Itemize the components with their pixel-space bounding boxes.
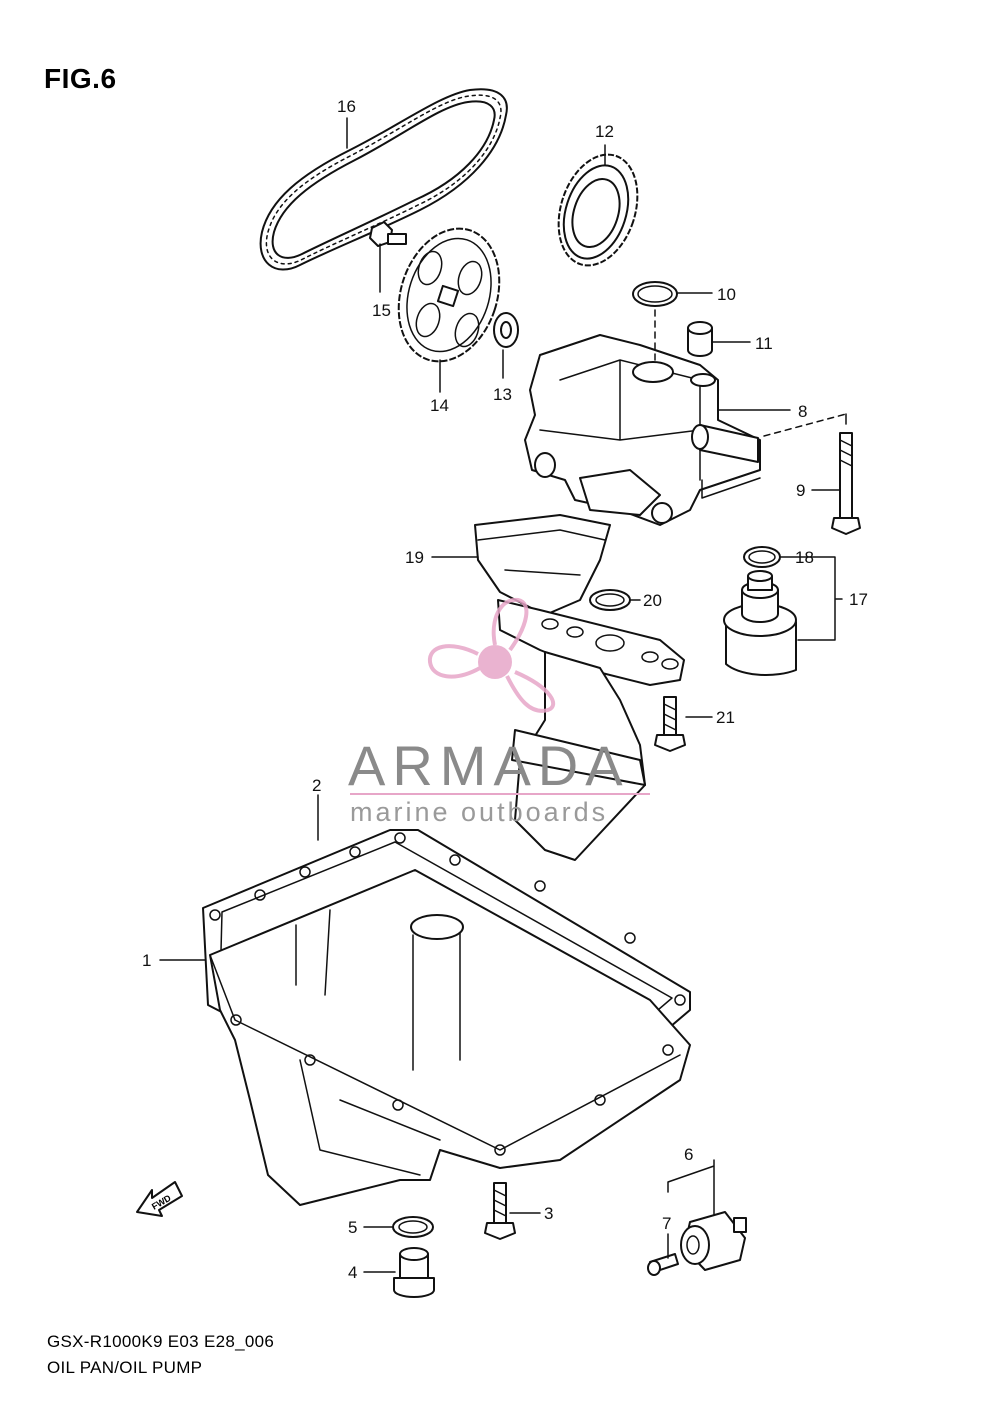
callout-8: 8: [798, 402, 807, 421]
callout-20: 20: [643, 591, 662, 610]
callout-10: 10: [717, 285, 736, 304]
part-15-bolt: [369, 221, 407, 247]
watermark-brand: ARMADA: [348, 734, 630, 797]
callout-4: 4: [348, 1263, 357, 1282]
part-5-gasket: [392, 1216, 434, 1238]
part-6-oil-pressure-switch: [680, 1211, 747, 1271]
callout-6: 6: [684, 1145, 693, 1164]
figure-title: FIG.6: [44, 63, 117, 94]
part-11-dowel-pin: [687, 321, 713, 357]
callout-9: 9: [796, 481, 805, 500]
part-19-oil-strainer: [474, 514, 611, 616]
part-7-screw: [647, 1253, 679, 1276]
armada-logo-icon: [427, 597, 555, 713]
callout-labels: 1 2 3 4 5 6 7 8 9 10 11 12 13 14 15 16 1…: [142, 97, 868, 1282]
callout-14: 14: [430, 396, 449, 415]
callout-19: 19: [405, 548, 424, 567]
callout-7: 7: [662, 1214, 671, 1233]
part-13-washer: [493, 312, 519, 348]
part-18-o-ring: [743, 546, 781, 568]
callout-leaders: [159, 117, 843, 1273]
callout-18: 18: [795, 548, 814, 567]
callout-17: 17: [849, 590, 868, 609]
oil-strainer-pipe: [497, 599, 685, 861]
part-4-drain-plug: [393, 1247, 435, 1298]
callout-1: 1: [142, 951, 151, 970]
callout-3: 3: [544, 1204, 553, 1223]
part-9-bolt: [831, 432, 861, 535]
part-1-oil-pan: [209, 869, 691, 1206]
callout-12: 12: [595, 122, 614, 141]
callout-11: 11: [755, 334, 773, 353]
part-12-sprocket: [557, 153, 639, 267]
part-16-oil-pump-chain: [259, 88, 508, 271]
part-3-bolt: [484, 1182, 516, 1240]
part-10-o-ring: [632, 281, 678, 307]
part-14-pump-driven-gear: [397, 227, 501, 363]
watermark-divider: [350, 793, 650, 795]
watermark-subtitle: marine outboards: [350, 797, 609, 827]
part-20-o-ring: [589, 589, 631, 611]
callout-15: 15: [372, 301, 391, 320]
part-21-bolt: [654, 696, 686, 752]
callout-5: 5: [348, 1218, 357, 1237]
callout-16: 16: [337, 97, 356, 116]
forward-arrow-icon: FWD: [136, 1181, 183, 1217]
part-8-oil-pump-assembly: [524, 309, 847, 526]
callout-2: 2: [312, 776, 321, 795]
figure-name: OIL PAN/OIL PUMP: [47, 1358, 203, 1377]
callout-21: 21: [716, 708, 735, 727]
callout-13: 13: [493, 385, 512, 404]
figure-code: GSX-R1000K9 E03 E28_006: [47, 1332, 275, 1351]
part-17-relief-valve: [723, 570, 797, 677]
